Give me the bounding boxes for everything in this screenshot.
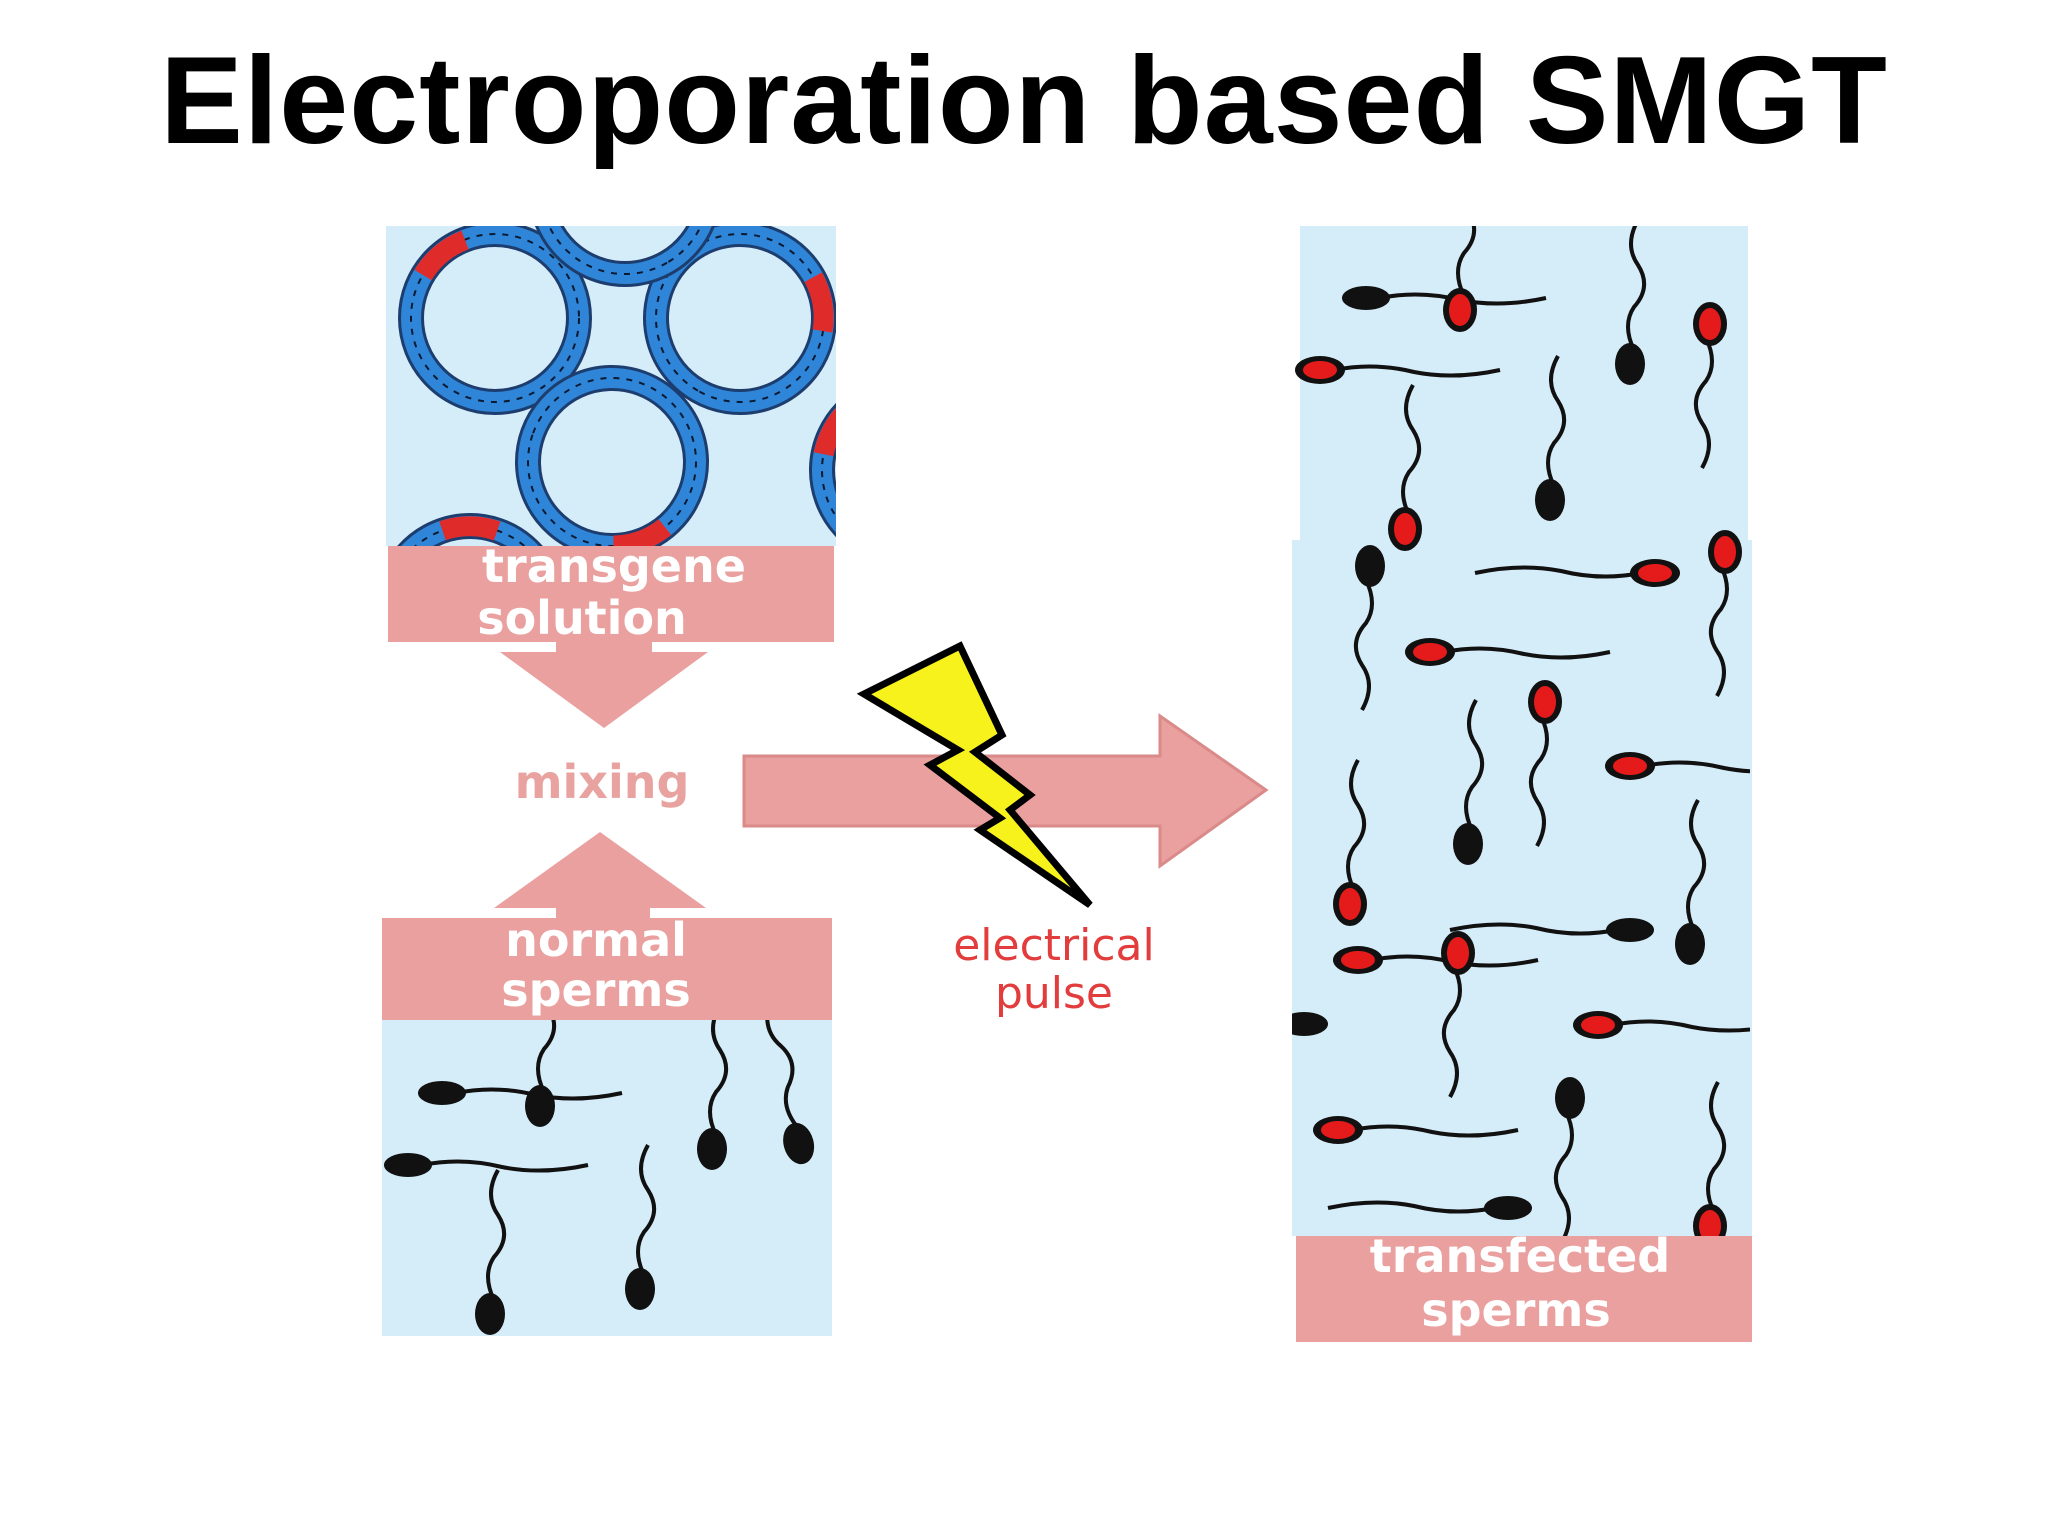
transfected-sperms-label: sperms <box>1421 1283 1611 1337</box>
transfected-label: transfected <box>1370 1229 1670 1283</box>
electrical-label: electrical <box>953 920 1155 971</box>
mixing-label: mixing <box>515 755 690 809</box>
arrow-down-icon <box>500 642 708 728</box>
slide-title: Electroporation based SMGT <box>160 32 1888 170</box>
sperms-label: sperms <box>501 963 691 1017</box>
normal-label-band <box>382 918 832 1020</box>
normal-sperms-panel: normal sperms <box>382 913 832 1336</box>
lightning-bolt-icon <box>856 641 1093 908</box>
arrow-up-icon <box>494 832 706 918</box>
normal-label: normal <box>505 913 687 967</box>
sperm-icon <box>1292 1010 1330 1038</box>
pulse-label: pulse <box>995 968 1113 1019</box>
transfected-label-band <box>1296 1236 1752 1342</box>
transgene-label-band <box>388 546 834 642</box>
solution-label: solution <box>477 591 687 645</box>
transfected-sperms-panel: transfected sperms <box>1292 226 1752 1342</box>
transgene-panel: transgene solution <box>386 226 836 645</box>
transgene-label: transgene <box>482 539 746 593</box>
